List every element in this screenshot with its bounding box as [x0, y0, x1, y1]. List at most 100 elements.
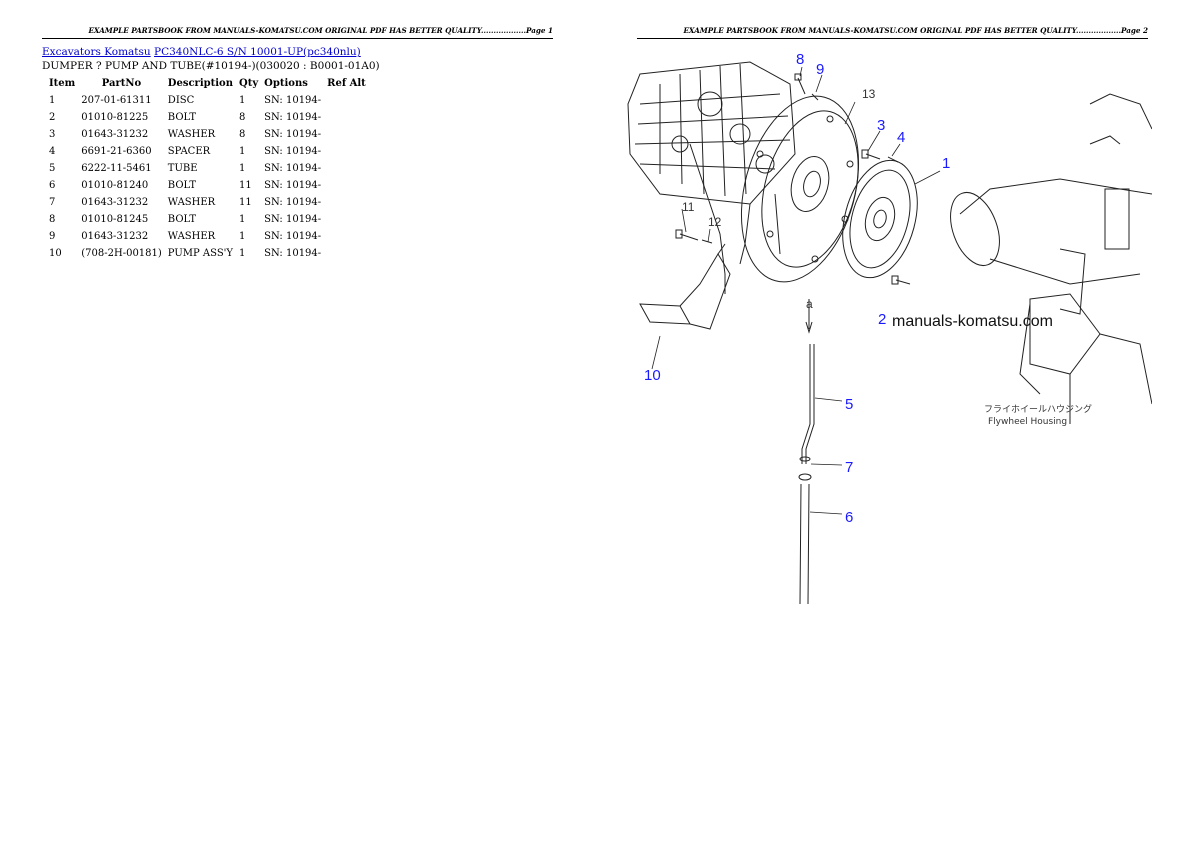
cell-item: 3 [49, 129, 56, 140]
cell-description: DISC [167, 95, 195, 106]
table-header-row: Item PartNo Description Qty Options Ref … [44, 76, 369, 92]
bolts-drawing [675, 73, 911, 285]
breadcrumb-link-category[interactable]: Excavators Komatsu [42, 46, 151, 58]
flange-drawing [740, 95, 860, 283]
breadcrumb-link-model[interactable]: PC340NLC-6 S/N 10001-UP(pc340nlu) [154, 46, 361, 58]
cell-item: 6 [49, 180, 56, 191]
cell-options: SN: 10194- [264, 163, 322, 174]
column-header-description: Description [167, 77, 233, 89]
callout-1: 1 [942, 155, 950, 172]
housing-label-jp: フライホイールハウジング [984, 403, 1092, 415]
cell-options: SN: 10194- [264, 248, 322, 259]
cell-qty: 1 [239, 95, 246, 106]
cell-description: BOLT [167, 180, 197, 191]
cell-item: 2 [49, 112, 56, 123]
bracket-drawing [639, 243, 731, 330]
page-2: EXAMPLE PARTSBOOK FROM MANUALS-KOMATSU.C… [595, 0, 1190, 842]
callout-10: 10 [644, 367, 661, 384]
cell-partno: 01643-31232 [81, 129, 149, 140]
cell-item: 10 [49, 248, 62, 259]
cell-options: SN: 10194- [264, 95, 322, 106]
table-row: 3 01643-31232 WASHER 8 SN: 10194- [44, 126, 369, 143]
column-header-partno: PartNo [101, 77, 142, 89]
cell-qty: 1 [239, 146, 246, 157]
cell-partno: 207-01-61311 [81, 95, 152, 106]
cell-ref-alt [324, 194, 369, 211]
cell-description: WASHER [167, 129, 216, 140]
cell-description: WASHER [167, 197, 216, 208]
cell-partno: 01010-81245 [81, 214, 149, 225]
cell-description: SPACER [167, 146, 211, 157]
cell-qty: 1 [239, 231, 246, 242]
cell-partno: 6691-21-6360 [81, 146, 152, 157]
cell-ref-alt [324, 126, 369, 143]
cell-options: SN: 10194- [264, 112, 322, 123]
cell-partno: 01643-31232 [81, 197, 149, 208]
callout-7: 7 [845, 459, 853, 476]
column-header-item: Item [49, 77, 76, 89]
callout-a: a [806, 297, 813, 311]
page-header: EXAMPLE PARTSBOOK FROM MANUALS-KOMATSU.C… [42, 26, 553, 39]
cell-options: SN: 10194- [264, 129, 322, 140]
table-row: 1 207-01-61311 DISC 1 SN: 10194- [44, 92, 369, 109]
cell-qty: 8 [239, 129, 246, 140]
callout-5: 5 [845, 396, 853, 413]
cell-qty: 1 [239, 163, 246, 174]
cell-ref-alt [324, 177, 369, 194]
cell-ref-alt [324, 143, 369, 160]
table-row: 9 01643-31232 WASHER 1 SN: 10194- [44, 228, 369, 245]
cell-partno: 01643-31232 [81, 231, 149, 242]
cell-item: 4 [49, 146, 56, 157]
page-header: EXAMPLE PARTSBOOK FROM MANUALS-KOMATSU.C… [637, 26, 1148, 39]
column-header-options: Options [264, 77, 308, 89]
cell-qty: 1 [239, 214, 246, 225]
table-row: 6 01010-81240 BOLT 11 SN: 10194- [44, 177, 369, 194]
cell-description: TUBE [167, 163, 198, 174]
cell-qty: 11 [239, 180, 252, 191]
breadcrumb: Excavators Komatsu PC340NLC-6 S/N 10001-… [42, 46, 361, 58]
parts-table: Item PartNo Description Qty Options Ref … [44, 76, 369, 262]
cell-ref-alt [324, 160, 369, 177]
cell-description: BOLT [167, 112, 197, 123]
housing-label-en: Flywheel Housing [988, 417, 1067, 427]
callout-8: 8 [796, 51, 804, 68]
pump-assembly-drawing [627, 61, 796, 294]
cell-partno: 01010-81225 [81, 112, 149, 123]
engine-housing-drawing [950, 93, 1152, 424]
column-header-ref-alt: Ref Alt [327, 77, 366, 89]
exploded-parts-diagram: 1 2 3 4 5 6 7 8 9 10 11 12 13 a manuals-… [627, 51, 1152, 605]
callout-9: 9 [816, 61, 824, 78]
cell-options: SN: 10194- [264, 180, 322, 191]
cell-description: WASHER [167, 231, 216, 242]
disc-drawing [842, 159, 918, 279]
cell-ref-alt [324, 211, 369, 228]
callout-2: 2 [878, 311, 886, 328]
page-title: DUMPER ? PUMP AND TUBE(#10194-)(030020 :… [42, 60, 380, 72]
cell-options: SN: 10194- [264, 197, 322, 208]
cell-partno: 01010-81240 [81, 180, 149, 191]
cell-item: 9 [49, 231, 56, 242]
table-row: 2 01010-81225 BOLT 8 SN: 10194- [44, 109, 369, 126]
cell-ref-alt [324, 92, 369, 109]
leader-lines [651, 66, 941, 515]
cell-partno: 6222-11-5461 [81, 163, 152, 174]
cell-qty: 8 [239, 112, 246, 123]
watermark: manuals-komatsu.com [892, 313, 1053, 330]
callout-3: 3 [877, 117, 885, 134]
callout-4: 4 [897, 129, 905, 146]
cell-options: SN: 10194- [264, 231, 322, 242]
cell-qty: 1 [239, 248, 246, 259]
cell-description: BOLT [167, 214, 197, 225]
cell-item: 7 [49, 197, 56, 208]
cell-ref-alt [324, 109, 369, 126]
page-1: EXAMPLE PARTSBOOK FROM MANUALS-KOMATSU.C… [42, 26, 553, 262]
callout-13: 13 [862, 87, 876, 101]
cell-item: 1 [49, 95, 56, 106]
cell-description: PUMP ASS'Y [167, 248, 234, 259]
callout-12: 12 [708, 215, 722, 229]
